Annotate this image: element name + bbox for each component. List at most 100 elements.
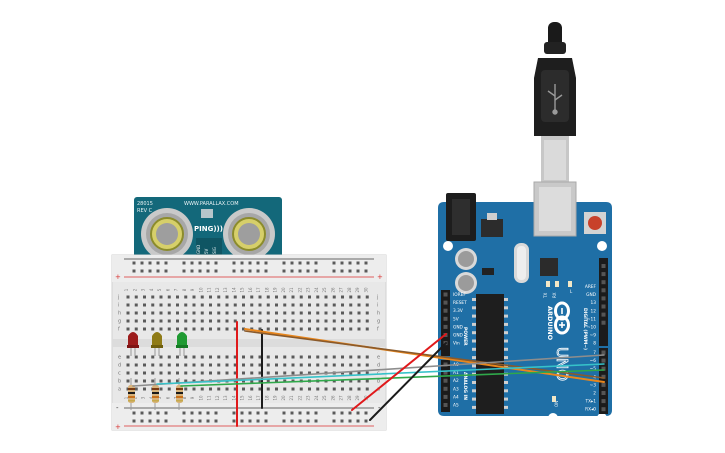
breadboard-hole (316, 371, 320, 375)
rail-hole (264, 419, 268, 423)
breadboard-hole (258, 327, 262, 331)
chip-pin (472, 364, 476, 368)
rail-hole (282, 261, 286, 265)
on-led (552, 396, 556, 402)
column-number: 19 (273, 287, 278, 293)
breadboard-hole (159, 355, 163, 359)
breadboard-hole (176, 379, 179, 383)
breadboard-hole (275, 355, 278, 359)
breadboard-hole (134, 387, 138, 391)
ultrasonic-transducer-right (223, 208, 275, 260)
breadboard-hole (324, 387, 328, 391)
rail-plus-label-bottom: + (115, 423, 121, 431)
column-number: 5 (157, 288, 162, 291)
rail-hole (240, 411, 244, 415)
breadboard-hole (365, 327, 369, 331)
breadboard-hole (192, 363, 196, 367)
rail-hole (298, 261, 302, 265)
rail-hole (148, 411, 152, 415)
rail-hole (182, 411, 186, 415)
header-pin (443, 308, 448, 313)
rail-hole (148, 261, 152, 265)
breadboard-hole (283, 379, 287, 383)
column-number: 9 (190, 396, 195, 399)
rail-hole (240, 419, 244, 423)
wire-red-5v (351, 333, 447, 411)
breadboard-hole (299, 319, 303, 323)
rail-hole (248, 411, 252, 415)
breadboard-hole (357, 371, 361, 375)
rail-hole (206, 269, 210, 273)
atmega-chip (476, 294, 504, 414)
row-letter: j (376, 295, 378, 301)
rail-hole (156, 261, 160, 265)
breadboard-hole (308, 303, 311, 307)
rail-hole (206, 411, 210, 415)
rail-hole (190, 261, 194, 265)
ping-name-label: PING))) (194, 225, 223, 233)
breadboard-hole (192, 327, 196, 331)
column-number: 22 (297, 287, 302, 293)
ping-pin-gnd: GND (196, 245, 201, 254)
breadboard-hole (126, 363, 130, 367)
header-pin (443, 324, 448, 329)
breadboard-hole (242, 311, 245, 315)
rail-hole (348, 261, 352, 265)
mount-hole (443, 241, 453, 251)
rx-led (555, 281, 559, 287)
rail-hole (140, 261, 144, 265)
breadboard-hole (324, 295, 328, 299)
breadboard-hole (126, 355, 130, 359)
row-letter: e (118, 355, 121, 361)
breadboard-hole (275, 379, 278, 383)
breadboard-hole (349, 355, 353, 359)
breadboard-hole (308, 355, 311, 359)
rail-minus-label-right: - (378, 404, 381, 412)
breadboard-hole (176, 371, 179, 375)
chip-pin (504, 306, 508, 310)
breadboard-hole (159, 319, 163, 323)
breadboard-hole (324, 327, 328, 331)
rail-hole (314, 411, 318, 415)
breadboard-hole (283, 387, 287, 391)
digital-pin-label: 7 (593, 350, 596, 356)
rail-hole (256, 261, 260, 265)
analog-header (441, 360, 450, 412)
rail-hole (348, 419, 352, 423)
breadboard-hole (299, 355, 303, 359)
breadboard-hole (275, 319, 278, 323)
reset-button-cap[interactable] (588, 216, 602, 230)
column-number: 27 (339, 395, 344, 401)
rail-hole (332, 269, 336, 273)
breadboard-hole (349, 363, 353, 367)
breadboard-hole (258, 311, 262, 315)
rail-hole (290, 419, 294, 423)
breadboard-hole (217, 303, 221, 307)
breadboard-hole (200, 363, 204, 367)
header-pin (601, 280, 606, 285)
rail-hole (356, 419, 360, 423)
chip-pin (472, 347, 476, 351)
breadboard-hole (242, 379, 245, 383)
rail-hole (214, 269, 218, 273)
breadboard-hole (258, 295, 262, 299)
breadboard-hole (291, 387, 295, 391)
breadboard-hole (176, 363, 179, 367)
row-letter: j (117, 295, 119, 301)
breadboard-hole (134, 311, 138, 315)
column-number: 12 (215, 287, 220, 293)
chip-pin (472, 314, 476, 318)
rail-hole (182, 261, 186, 265)
header-pin (443, 403, 448, 407)
rail-hole (198, 261, 202, 265)
column-number: 1 (124, 288, 129, 291)
chip-pin (504, 339, 508, 343)
digital-pin-label: ~5 (590, 366, 597, 372)
chip-pin (504, 314, 508, 318)
header-pin (601, 304, 606, 309)
breadboard-hole (151, 295, 155, 299)
breadboard-hole (242, 319, 245, 323)
breadboard-hole (217, 327, 221, 331)
column-number: 6 (165, 288, 170, 291)
